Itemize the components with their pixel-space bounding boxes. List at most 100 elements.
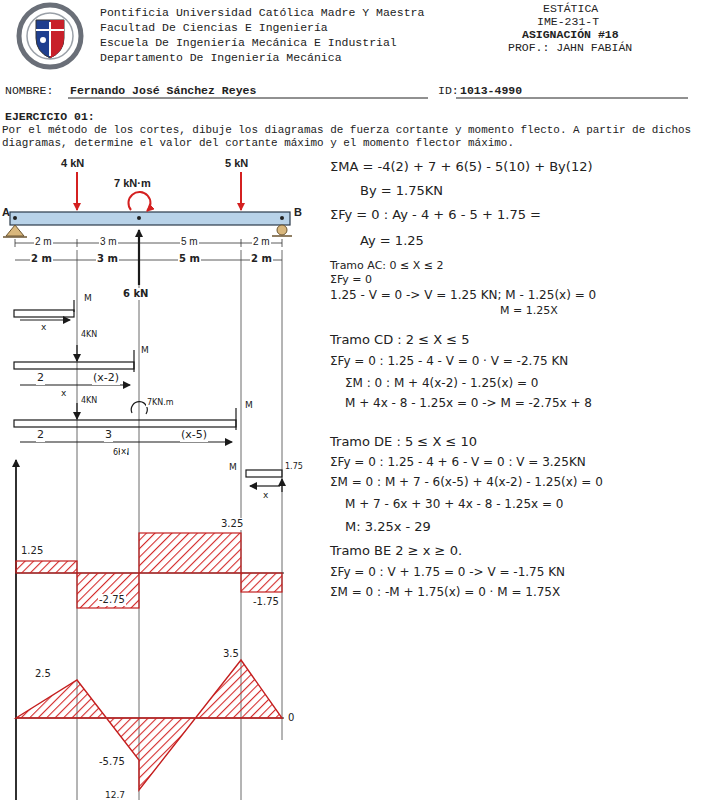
- section-guide-line: [282, 250, 283, 740]
- reaction-arrow: [138, 230, 140, 285]
- cut-label: 4KN: [80, 396, 98, 405]
- moment-value: -5.75: [98, 756, 126, 768]
- beam-figure: [10, 212, 290, 225]
- equation-text: M + 7 - 6x + 30 + 4x - 8 - 1.25x = 0: [345, 498, 563, 512]
- cut-label: 7KN.m: [146, 398, 175, 407]
- equation-text: M + 4x - 8 - 1.25x = 0 -> M = -2.75x + 8: [345, 397, 592, 411]
- beam-figure: [240, 172, 242, 210]
- cut-label: 2: [36, 372, 45, 385]
- free-body-sketch: [14, 420, 236, 427]
- shear-diagram: [77, 573, 139, 608]
- free-body-sketch: [281, 479, 282, 492]
- shear-value: 3.25: [220, 518, 244, 530]
- university-logo: [50, 20, 64, 58]
- dimension-line: [282, 239, 283, 247]
- free-body-sketch: [76, 345, 77, 361]
- support-label: B: [294, 206, 302, 219]
- dimension-line: [15, 260, 282, 261]
- dimension-label: 2 m: [30, 253, 53, 265]
- dimension-label: 2 m: [250, 253, 273, 265]
- equation-text: M: 3.25x - 29: [345, 520, 431, 535]
- equation-text: ΣFy = 0 : 1.25 - 4 - V = 0 · V = -2.75 K…: [330, 355, 568, 369]
- free-body-sketch: [76, 403, 77, 419]
- cut-label: x: [120, 446, 127, 456]
- equation-text: ΣFy = 0 : V + 1.75 = 0 -> V = -1.75 KN: [330, 566, 565, 580]
- university-logo: [19, 5, 81, 67]
- header-text: Escuela De Ingeniería Mecánica E Industr…: [100, 36, 397, 49]
- header-text: Facultad De Ciencias E Ingeniería: [100, 21, 328, 34]
- load-label: 4 kN: [61, 157, 84, 170]
- beam-figure: [137, 216, 141, 220]
- beam-figure: [272, 235, 292, 237]
- shear-value: -2.75: [98, 594, 126, 606]
- load-label: 7 kN·m: [114, 177, 151, 190]
- equation-text: 1.25 - V = 0 -> V = 1.25 KN; M - 1.25(x)…: [330, 289, 596, 303]
- equation-text: ΣM = 0 : M + 7 - 6(x-5) + 4(x-2) - 1.25(…: [330, 476, 603, 490]
- field-label: ID:: [438, 84, 459, 97]
- beam-figure: [280, 216, 284, 220]
- section-heading: Tramo AC: 0 ≤ X ≤ 2: [330, 260, 443, 273]
- university-logo: [19, 5, 81, 67]
- shear-diagram: [16, 561, 77, 573]
- equation-text: ΣFy = 0: [330, 274, 372, 287]
- dimension-line: [15, 239, 16, 247]
- university-logo: [36, 20, 64, 58]
- cut-label: 4KN: [80, 330, 98, 339]
- support-label: A: [2, 206, 10, 219]
- free-body-sketch: [246, 470, 282, 477]
- section-heading: Tramo DE : 5 ≤ X ≤ 10: [330, 435, 477, 450]
- shear-value: 1.25: [20, 545, 44, 557]
- header-text: Pontificia Universidad Católica Madre Y …: [100, 6, 424, 19]
- equation-text: ΣFy = 0 : Ay - 4 + 6 - 5 + 1.75 =: [330, 208, 541, 223]
- dimension-line: [15, 243, 282, 244]
- free-body-sketch: [250, 485, 280, 486]
- dimension-label: 3 m: [99, 236, 118, 248]
- beam-figure: [76, 172, 78, 210]
- shear-diagram: [16, 533, 282, 608]
- equation-text: M = 1.25X: [500, 305, 558, 318]
- cut-label: x: [40, 322, 47, 332]
- course-text: ASIGNACIÓN #18: [522, 28, 619, 41]
- field-label: NOMBRE:: [5, 84, 53, 97]
- equation-text: By = 1.75KN: [360, 184, 443, 199]
- cut-label: 3: [104, 429, 113, 442]
- course-text: ESTÁTICA: [543, 2, 598, 15]
- form-underline: [68, 98, 688, 99]
- cut-label: x: [60, 388, 67, 398]
- shear-diagram: [241, 573, 282, 592]
- cut-label: M: [140, 345, 150, 355]
- load-label: 5 kN: [225, 157, 248, 170]
- shear-value: -1.75: [252, 596, 280, 608]
- moment-value: 0: [287, 712, 295, 724]
- moment-value: 3.5: [222, 648, 240, 660]
- shear-diagram: [139, 533, 241, 573]
- cut-label: (x-2): [92, 372, 120, 385]
- section-heading: Tramo CD : 2 ≤ X ≤ 5: [330, 333, 470, 348]
- beam-figure: [128, 192, 150, 211]
- beam-figure: [6, 225, 24, 236]
- dimension-label: 3 m: [96, 253, 119, 265]
- exercise-title: EJERCICIO 01:: [5, 110, 95, 123]
- moment-diagram: [16, 660, 282, 790]
- dimension-label: 2 m: [252, 236, 271, 248]
- cut-label: 2: [36, 429, 45, 442]
- beam-figure: [277, 225, 287, 235]
- dimension-line: [15, 239, 282, 260]
- course-text: IME-231-T: [537, 15, 599, 28]
- moment-diagram: [16, 660, 282, 790]
- free-body-sketch: [14, 362, 134, 369]
- free-body-sketch: [131, 402, 147, 414]
- cut-label: 1.75: [284, 462, 304, 471]
- beam-figure: [3, 172, 292, 237]
- free-body-sketch: [20, 319, 70, 320]
- form-underline: [456, 98, 688, 99]
- university-logo: [40, 37, 46, 43]
- diagram-axis: [16, 460, 284, 800]
- free-body-sketch: [14, 310, 74, 317]
- free-body-sketch: [235, 408, 236, 430]
- equation-text: ΣFy = 0 : 1.25 - 4 + 6 - V = 0 : V = 3.2…: [330, 456, 586, 470]
- form-underline: [68, 98, 428, 99]
- cut-label: x: [262, 490, 269, 500]
- header-text: Departamento De Ingeniería Mecánica: [100, 51, 342, 64]
- cut-label: (x-5): [180, 429, 208, 442]
